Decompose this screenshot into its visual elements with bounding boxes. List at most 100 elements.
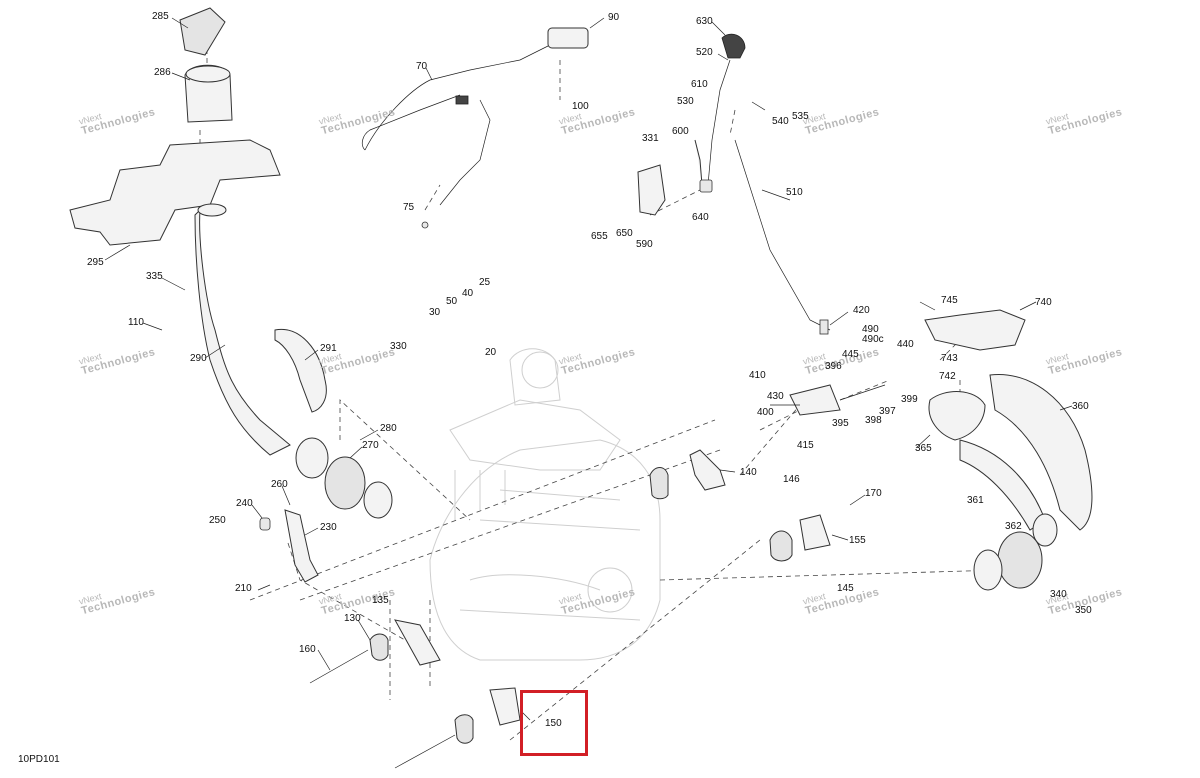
part-290 <box>194 208 291 456</box>
callout-743[interactable]: 743 <box>941 353 958 364</box>
callout-655[interactable]: 655 <box>591 231 608 242</box>
drawing-reference: 10PD101 <box>18 754 60 765</box>
callout-40[interactable]: 40 <box>462 288 474 299</box>
callout-630[interactable]: 630 <box>696 16 713 27</box>
callout-610[interactable]: 610 <box>691 79 708 90</box>
shift-linkage <box>770 319 886 416</box>
highlight-box-150[interactable] <box>520 690 588 756</box>
part-740 <box>924 309 1026 351</box>
callout-510[interactable]: 510 <box>786 187 803 198</box>
part-140-bracket <box>689 449 726 491</box>
callout-590[interactable]: 590 <box>636 239 653 250</box>
callout-331[interactable]: 331 <box>642 133 659 144</box>
callout-270[interactable]: 270 <box>362 440 379 451</box>
callout-170[interactable]: 170 <box>865 488 882 499</box>
part-630 <box>721 33 746 59</box>
part-70-clip <box>455 95 469 105</box>
part-270 <box>324 456 366 510</box>
callout-640[interactable]: 640 <box>692 212 709 223</box>
callout-135[interactable]: 135 <box>372 595 389 606</box>
callout-395[interactable]: 395 <box>832 418 849 429</box>
leader-lines <box>104 17 1073 721</box>
part-155-mount <box>769 530 793 562</box>
callout-490c[interactable]: 490c <box>862 334 884 345</box>
part-340 <box>997 531 1043 589</box>
part-350 <box>973 549 1003 591</box>
callout-410[interactable]: 410 <box>749 370 766 381</box>
callout-70[interactable]: 70 <box>416 61 428 72</box>
callout-130[interactable]: 130 <box>344 613 361 624</box>
part-362 <box>1032 513 1058 547</box>
callout-740[interactable]: 740 <box>1035 297 1052 308</box>
callout-146[interactable]: 146 <box>783 474 800 485</box>
callout-90[interactable]: 90 <box>608 12 620 23</box>
callout-286[interactable]: 286 <box>154 67 171 78</box>
callout-340[interactable]: 340 <box>1050 589 1067 600</box>
callout-230[interactable]: 230 <box>320 522 337 533</box>
callout-365[interactable]: 365 <box>915 443 932 454</box>
callout-30[interactable]: 30 <box>429 307 441 318</box>
part-295 <box>69 139 281 246</box>
callout-25[interactable]: 25 <box>479 277 491 288</box>
part-280a <box>295 437 329 479</box>
part-75 <box>421 221 429 229</box>
callout-350[interactable]: 350 <box>1075 605 1092 616</box>
part-155 <box>799 514 831 551</box>
callout-295[interactable]: 295 <box>87 257 104 268</box>
part-291 <box>274 328 327 413</box>
callout-490[interactable]: 490 <box>862 324 879 335</box>
callout-398[interactable]: 398 <box>865 415 882 426</box>
callout-397[interactable]: 397 <box>879 406 896 417</box>
throttle-cable-assembly <box>361 27 589 229</box>
callout-745[interactable]: 745 <box>941 295 958 306</box>
part-365 <box>928 391 986 441</box>
callout-280[interactable]: 280 <box>380 423 397 434</box>
callout-335[interactable]: 335 <box>146 271 163 282</box>
callout-290[interactable]: 290 <box>190 353 207 364</box>
callout-75[interactable]: 75 <box>403 202 415 213</box>
callout-360[interactable]: 360 <box>1072 401 1089 412</box>
part-600 <box>694 139 703 186</box>
part-135 <box>394 619 441 666</box>
callout-361[interactable]: 361 <box>967 495 984 506</box>
callout-110[interactable]: 110 <box>128 317 144 328</box>
part-90 <box>547 27 589 49</box>
callout-330[interactable]: 330 <box>390 341 407 352</box>
callout-742[interactable]: 742 <box>939 371 956 382</box>
callout-415[interactable]: 415 <box>797 440 814 451</box>
callout-520[interactable]: 520 <box>696 47 713 58</box>
callout-240[interactable]: 240 <box>236 498 253 509</box>
callout-150[interactable]: 150 <box>545 718 562 729</box>
callout-399[interactable]: 399 <box>901 394 918 405</box>
callout-430[interactable]: 430 <box>767 391 784 402</box>
callout-145[interactable]: 145 <box>837 583 854 594</box>
callout-650[interactable]: 650 <box>616 228 633 239</box>
callout-362[interactable]: 362 <box>1005 521 1022 532</box>
callout-155[interactable]: 155 <box>849 535 866 546</box>
callout-291[interactable]: 291 <box>320 343 337 354</box>
callout-260[interactable]: 260 <box>271 479 288 490</box>
callout-250[interactable]: 250 <box>209 515 226 526</box>
callout-50[interactable]: 50 <box>446 296 458 307</box>
part-150 <box>489 687 521 726</box>
callout-540[interactable]: 540 <box>772 116 789 127</box>
engine-ghost <box>429 348 661 661</box>
callout-530[interactable]: 530 <box>677 96 694 107</box>
part-360 <box>989 373 1093 531</box>
callout-396[interactable]: 396 <box>825 361 842 372</box>
callout-535[interactable]: 535 <box>792 111 809 122</box>
callout-420[interactable]: 420 <box>853 305 870 316</box>
callout-210[interactable]: 210 <box>235 583 252 594</box>
callout-100[interactable]: 100 <box>572 101 589 112</box>
callout-400[interactable]: 400 <box>757 407 774 418</box>
callout-20[interactable]: 20 <box>485 347 497 358</box>
callout-285[interactable]: 285 <box>152 11 169 22</box>
callout-440[interactable]: 440 <box>897 339 914 350</box>
callout-140[interactable]: 140 <box>740 467 757 478</box>
callout-445[interactable]: 445 <box>842 349 859 360</box>
callout-600[interactable]: 600 <box>672 126 689 137</box>
air-intake-assembly <box>69 7 393 583</box>
part-230 <box>284 509 319 583</box>
callout-160[interactable]: 160 <box>299 644 316 655</box>
